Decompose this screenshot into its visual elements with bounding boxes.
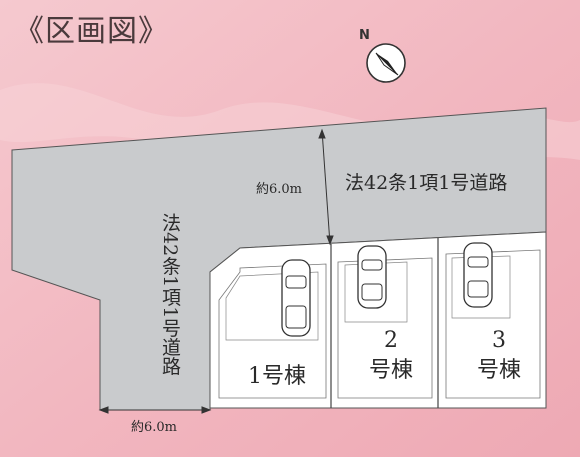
lot1-parking-box: [225, 271, 319, 341]
car-icon-lot3: [463, 242, 493, 308]
page-title: 《区画図》: [14, 14, 169, 49]
road-left-label: 法42条1項1号道路: [159, 213, 181, 376]
lot1-outline: [218, 263, 327, 399]
road-top-label: 法42条1項1号道路: [345, 172, 508, 194]
lot3-parking-box: [451, 255, 511, 319]
lot3-outline: [445, 249, 541, 399]
car-icon-lot1: [281, 259, 311, 337]
lot2-outline: [337, 257, 433, 399]
compass-north-icon: [366, 43, 406, 83]
road-top-width-label: 約6.0m: [256, 182, 303, 197]
car-icon-lot2: [357, 245, 387, 309]
top-road-dimension: [318, 128, 334, 246]
lot-1-label: 1号棟: [248, 364, 306, 389]
bottom-road-dimension: [98, 406, 212, 414]
lot2-parking-box: [344, 261, 408, 323]
road-bottom-width-label: 約6.0m: [131, 420, 178, 435]
compass-north-label: N: [359, 28, 370, 43]
